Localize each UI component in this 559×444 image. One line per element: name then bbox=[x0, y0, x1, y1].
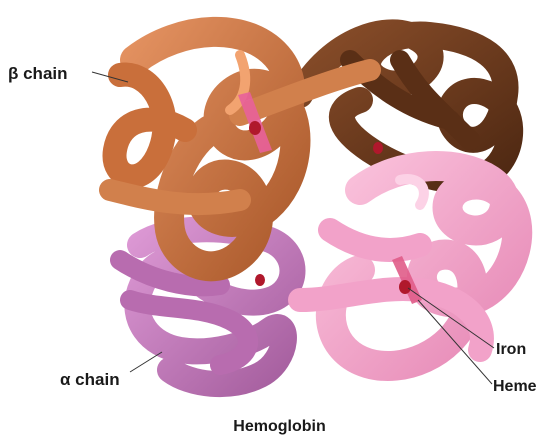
beta-chain-label: β chain bbox=[8, 64, 68, 84]
diagram-caption: Hemoglobin bbox=[0, 418, 559, 436]
alpha-chain-label: α chain bbox=[60, 370, 120, 390]
iron-alpha-right bbox=[399, 280, 411, 294]
iron-label: Iron bbox=[496, 341, 526, 359]
iron-alpha-left bbox=[255, 274, 265, 286]
iron-beta-front bbox=[249, 121, 261, 135]
alpha-chain-right bbox=[300, 166, 517, 366]
iron-beta-back bbox=[373, 142, 383, 154]
heme-label: Heme bbox=[493, 378, 537, 396]
